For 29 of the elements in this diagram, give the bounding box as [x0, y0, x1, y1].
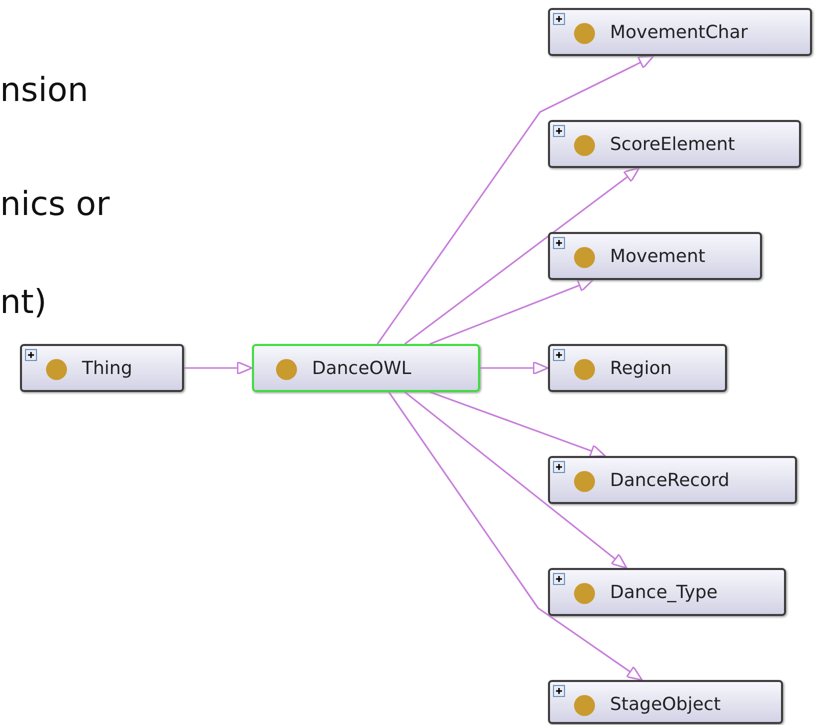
class-name: Thing [82, 358, 132, 380]
slide-text: nsion [0, 70, 88, 110]
slide-text: nics or [0, 184, 110, 224]
class-box [548, 120, 801, 168]
class-box [548, 344, 727, 392]
class-box [548, 232, 762, 280]
class-box [252, 344, 480, 392]
subclass-arrow [404, 391, 628, 569]
class-box [548, 680, 783, 724]
class-name: DanceRecord [610, 470, 730, 492]
class-box [548, 8, 812, 56]
class-name: Movement [610, 246, 706, 268]
subclass-arrow [404, 167, 640, 345]
class-name: DanceOWL [312, 358, 412, 380]
class-box [20, 344, 184, 392]
subclass-arrow [430, 278, 594, 345]
class-name: MovementChar [610, 22, 748, 44]
class-box [548, 456, 797, 504]
subclass-arrow [430, 391, 606, 458]
class-name: StageObject [610, 694, 721, 716]
subclass-arrow [184, 361, 253, 375]
class-name: Dance_Type [610, 582, 718, 604]
subclass-arrow [388, 392, 643, 681]
class-box [548, 568, 786, 616]
subclass-arrow [480, 361, 549, 375]
class-name: Region [610, 358, 672, 380]
subclass-arrow [376, 55, 654, 344]
class-name: ScoreElement [610, 134, 735, 156]
slide-text: nt) [0, 282, 47, 322]
